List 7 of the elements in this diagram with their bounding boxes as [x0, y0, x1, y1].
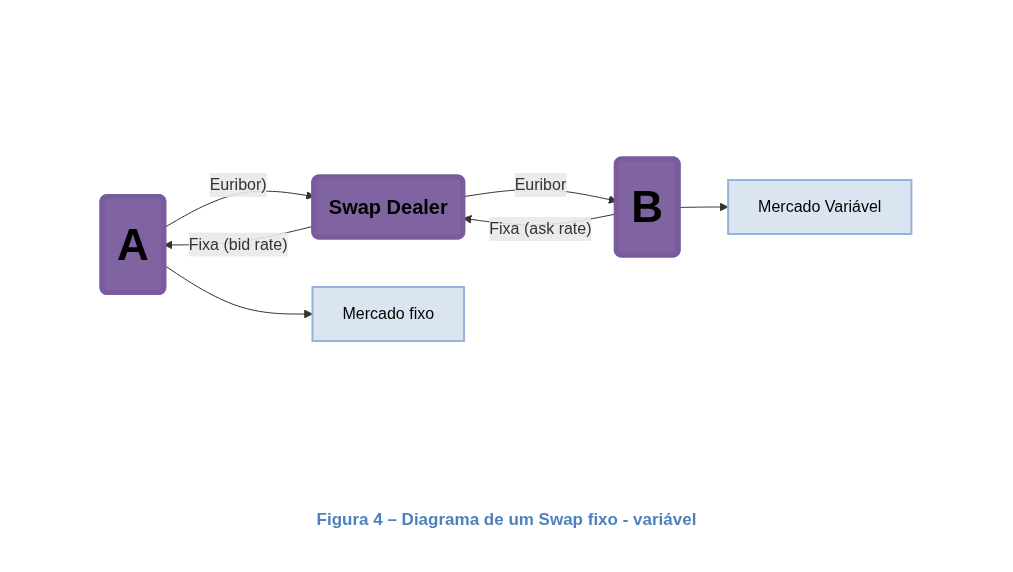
- edge-label: Fixa (ask rate): [489, 219, 592, 237]
- node-box: Mercado Variável: [726, 179, 913, 235]
- node-box: Mercado fixo: [311, 286, 465, 342]
- edge-label: Fixa (bid rate): [188, 235, 288, 253]
- figure-caption: Figura 4 – Diagrama de um Swap fixo - variável: [315, 510, 698, 530]
- edge-label: Euribor): [209, 176, 267, 193]
- edge-label: Euribor: [514, 176, 567, 194]
